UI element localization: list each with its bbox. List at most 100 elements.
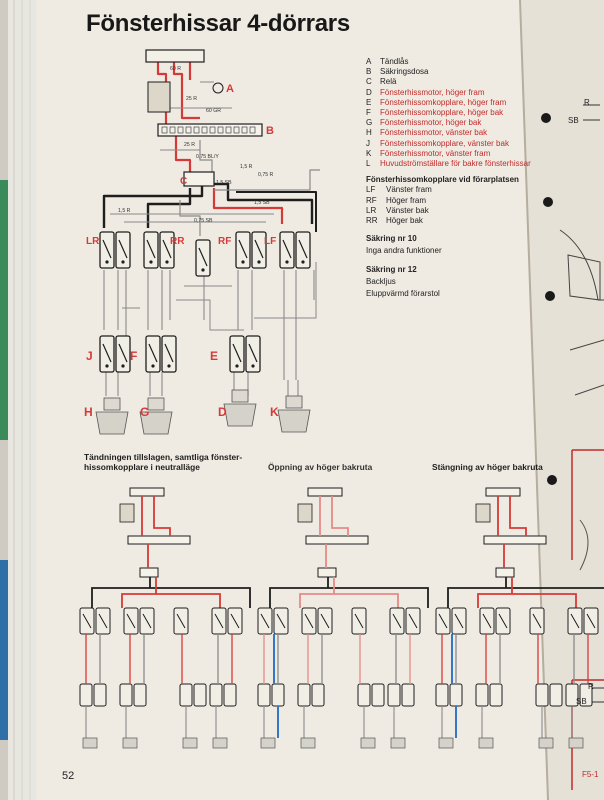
driver-switch-code: LF <box>366 185 376 195</box>
switch-contact <box>532 613 542 629</box>
switch-contact <box>232 343 242 363</box>
wire-label: 0,75 R <box>258 172 274 178</box>
legend-text: Fönsterhissomkopplare, höger fram <box>380 97 507 107</box>
motor-body <box>300 737 316 749</box>
switch-contact <box>304 613 314 629</box>
wire <box>212 188 284 224</box>
wire-label: 1,5 R <box>118 208 131 214</box>
motor-h <box>95 397 129 435</box>
legend-code: H <box>366 128 372 138</box>
wire-label: 1,5 SB <box>254 200 270 206</box>
switch-body <box>579 683 593 707</box>
component-label-rr: RR <box>170 236 185 247</box>
relay-c <box>317 567 337 578</box>
switch-contact <box>198 247 208 267</box>
switch-body <box>271 683 285 707</box>
switch-contact <box>482 613 492 629</box>
switch-terminal <box>121 260 125 264</box>
driver-switch-code: RR <box>366 216 378 226</box>
switch-body <box>223 683 237 707</box>
motor-body <box>82 737 98 749</box>
legend-text: Fönsterhissomkopplare, höger bak <box>380 108 504 118</box>
motor-body <box>223 403 257 427</box>
component-label-e: E <box>210 349 218 363</box>
fuse-slot <box>217 126 224 134</box>
switch-terminal <box>167 364 171 368</box>
switch-contact <box>214 613 224 629</box>
switch-contact <box>102 343 112 363</box>
driver-switch-text: Höger fram <box>386 195 427 205</box>
switch-f <box>145 335 177 373</box>
fuse-note: Eluppvärmd förarstol <box>366 289 440 299</box>
motor-body <box>95 411 129 435</box>
legend-code: E <box>366 97 372 107</box>
motor-body <box>390 737 406 749</box>
switch-terminal <box>149 260 153 264</box>
wire-label: 1,5 R <box>240 164 253 170</box>
relay-block <box>119 503 135 523</box>
component-label-c: C <box>180 176 187 187</box>
switch-contact <box>118 343 128 363</box>
switch-lf <box>279 231 311 269</box>
fuse-slot <box>169 126 176 134</box>
component-label-h: H <box>84 405 93 419</box>
motor-body <box>538 737 554 749</box>
switch-terminal <box>105 260 109 264</box>
fuse-slot <box>249 126 256 134</box>
switch-body <box>371 683 385 707</box>
switch-contact <box>230 613 240 629</box>
switch-terminal <box>151 364 155 368</box>
wire-label: 1,5 SB <box>216 180 232 186</box>
margin-label-f5: F5-1 <box>582 770 599 779</box>
relay-c <box>495 567 515 578</box>
active-path <box>451 634 457 738</box>
legend-code: K <box>366 148 372 158</box>
state-diagram-3 <box>435 487 604 749</box>
state-diagram-1 <box>79 487 251 749</box>
legend-code: C <box>366 77 372 87</box>
switch-contact <box>126 613 136 629</box>
switch-contact <box>408 613 418 629</box>
switch-terminal <box>235 364 239 368</box>
switch-rf <box>235 231 267 269</box>
switch-body <box>209 683 223 707</box>
switch-contact <box>238 239 248 259</box>
wire <box>176 299 244 331</box>
relay-block <box>475 503 491 523</box>
fuse-slot <box>185 126 192 134</box>
switch-body <box>79 683 93 707</box>
motor-connector <box>147 397 165 411</box>
switch-lr <box>99 231 131 269</box>
legend-code: A <box>366 57 372 66</box>
component-label-g: G <box>140 405 149 419</box>
legend-text: Huvudströmställare för bakre fönsterhiss… <box>380 159 531 169</box>
driver-switch-heading: Fönsterhissomkopplare vid förarplatsen <box>366 175 519 185</box>
switch-contact <box>454 613 464 629</box>
state-diagram-2 <box>257 487 429 749</box>
legend-text: Fönsterhissomkopplare, vänster bak <box>380 138 509 148</box>
relay-block <box>297 503 313 523</box>
switch-contact <box>260 613 270 629</box>
component-label-lf: LF <box>264 236 276 247</box>
wire <box>141 496 171 536</box>
wire-label: 60 R <box>170 66 181 72</box>
legend-code: F <box>366 108 371 118</box>
wire <box>236 191 317 232</box>
legend-text: Säkringsdosa <box>380 67 429 77</box>
switch-contact <box>254 239 264 259</box>
switch-contact <box>498 613 508 629</box>
component-label-d: D <box>218 405 227 419</box>
switch-body <box>449 683 463 707</box>
motor-body <box>139 411 173 435</box>
switch-body <box>133 683 147 707</box>
fuse-slot <box>201 126 208 134</box>
switch-contact <box>98 613 108 629</box>
switch-contact <box>586 613 596 629</box>
switch-terminal <box>257 260 261 264</box>
